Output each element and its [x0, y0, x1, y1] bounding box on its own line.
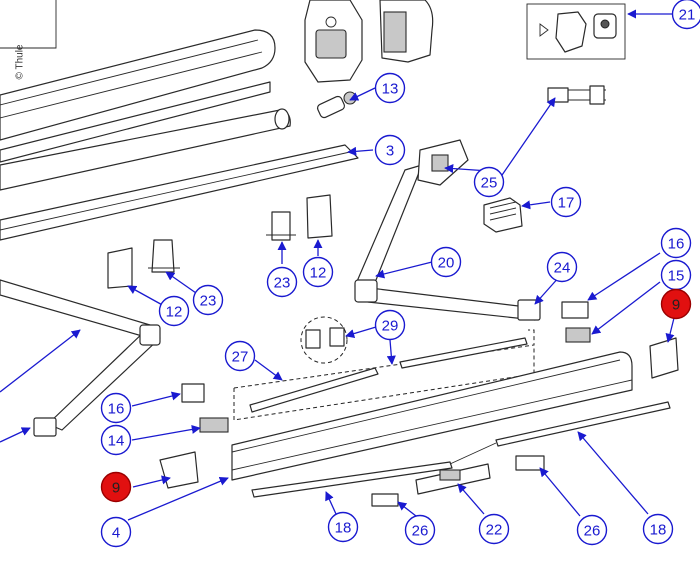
callout-16: 16 [100, 392, 132, 424]
callout-23: 23 [192, 284, 224, 316]
callout-21: 21 [671, 0, 700, 30]
callout-18: 18 [327, 511, 359, 543]
callout-circle [546, 251, 578, 283]
callout-circle [192, 284, 224, 316]
callout-number: 12 [166, 304, 183, 321]
callout-number: 4 [112, 525, 120, 542]
callout-circle [327, 511, 359, 543]
part-17-cap [483, 197, 523, 233]
callout-25: 25 [473, 166, 505, 198]
callout-circle [374, 134, 406, 166]
callout-23: 23 [266, 266, 298, 298]
callout-circle [671, 0, 700, 30]
callout-circle [100, 392, 132, 424]
callout-number: 18 [335, 520, 352, 537]
callout-number: 18 [650, 522, 667, 539]
callout-circle [404, 514, 436, 546]
callout-number: 23 [274, 275, 291, 292]
callout-number: 13 [382, 81, 399, 98]
callout-circle [100, 516, 132, 548]
callout-number: 12 [310, 265, 327, 282]
callout-20: 20 [430, 246, 462, 278]
callout-12: 12 [158, 295, 190, 327]
callout-26: 26 [576, 514, 608, 546]
part-25-plug [547, 85, 606, 105]
callout-17: 17 [550, 186, 582, 218]
callout-number: 21 [679, 7, 696, 24]
leader-lines [0, 9, 675, 521]
part-right-end-caps [561, 301, 679, 379]
callout-3: 3 [374, 134, 406, 166]
callout-circle [430, 246, 462, 278]
frame-corner [0, 0, 57, 49]
part-20-arm [354, 139, 541, 321]
part-3-profile [0, 144, 359, 241]
callout-circle [100, 424, 132, 456]
part-21-box [526, 3, 626, 60]
callout-number: 25 [481, 175, 498, 192]
callout-16: 16 [660, 227, 692, 259]
callout-number: 3 [386, 143, 394, 160]
part-left-arm [0, 279, 161, 437]
callout-circle [158, 295, 190, 327]
callout-24: 24 [546, 251, 578, 283]
callout-number: 16 [108, 401, 125, 418]
callout-circle [576, 514, 608, 546]
part-housing-profile [0, 29, 291, 191]
callout-number: 26 [584, 523, 601, 540]
part-4-front-profile [159, 351, 633, 489]
callout-number: 29 [382, 318, 399, 335]
callout-circle [660, 227, 692, 259]
callout-number: 24 [554, 260, 571, 277]
callout-number: 14 [108, 433, 125, 450]
callout-number: 17 [558, 195, 575, 212]
callout-15: 15 [660, 259, 692, 291]
callout-14: 14 [100, 424, 132, 456]
callout-circle [473, 166, 505, 198]
callout-circle [266, 266, 298, 298]
callout-labels: 13 3 21 25 17 23 12 12 23 20 24 16 15 9 29 27 16 14 9 4 18 26… [100, 0, 700, 548]
callout-circle [374, 72, 406, 104]
callout-4: 4 [100, 516, 132, 548]
callout-number: 26 [412, 523, 429, 540]
callout-number: 16 [668, 236, 685, 253]
callout-circle [550, 186, 582, 218]
callout-number: 9 [672, 297, 680, 314]
callout-circle [224, 340, 256, 372]
callout-9: 9 [660, 288, 692, 320]
callout-number: 20 [438, 255, 455, 272]
callout-circle [302, 256, 334, 288]
callout-9: 9 [100, 471, 132, 503]
parts-artwork [0, 0, 679, 507]
callout-26: 26 [404, 514, 436, 546]
part-end-cap-mechanism [304, 0, 434, 83]
part-27-29-group [233, 316, 535, 421]
part-brackets-lower [107, 239, 180, 289]
part-13-knob [316, 91, 357, 119]
callout-18: 18 [642, 513, 674, 545]
callout-number: 22 [486, 522, 503, 539]
callout-circle [478, 513, 510, 545]
callout-27: 27 [224, 340, 256, 372]
callout-12: 12 [302, 256, 334, 288]
callout-number: 9 [112, 480, 120, 497]
callout-circle [660, 288, 692, 320]
part-18-rails [251, 401, 671, 498]
copyright-notice: © Thule [14, 44, 26, 80]
part-left-end-caps [181, 383, 229, 433]
callout-circle [374, 309, 406, 341]
callout-circle [642, 513, 674, 545]
callout-circle [100, 471, 132, 503]
part-26-22-small [371, 455, 545, 507]
callout-number: 15 [668, 268, 685, 285]
callout-number: 23 [200, 293, 217, 310]
callout-number: 27 [232, 349, 249, 366]
callout-22: 22 [478, 513, 510, 545]
callout-13: 13 [374, 72, 406, 104]
part-brackets-upper [266, 194, 333, 241]
callout-29: 29 [374, 309, 406, 341]
